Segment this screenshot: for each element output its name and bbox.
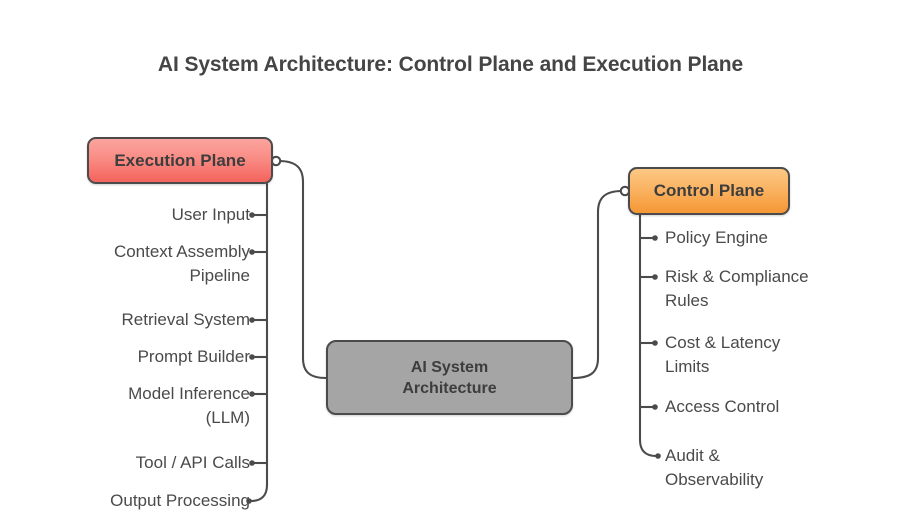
leaf-prompt-builder[interactable]: Prompt Builder [137,347,250,366]
tickdot-tool-api-calls [249,460,255,466]
port-execution-plane [270,155,282,167]
leaf-policy-engine[interactable]: Policy Engine [665,228,769,247]
leaf-risk-compliance-rules[interactable]: Risk & Compliance Rules [665,267,809,310]
tickdot-prompt-builder [249,354,255,360]
tickdot-retrieval-system [249,317,255,323]
tickdot-policy-engine [652,235,658,241]
leaf-output-processing[interactable]: Output Processing [110,491,250,510]
center-node-line2: Architecture [402,379,497,397]
node-execution-plane[interactable]: Execution Plane [87,137,273,184]
leaf-audit-observability[interactable]: Audit & Observability [665,446,764,489]
wire-execution-plane-to-center [277,159,328,380]
leaf-access-control[interactable]: Access Control [665,397,780,416]
tickdot-context-assembly-pipeline [249,249,255,255]
tickdot-cost-latency-limits [652,340,658,346]
tickdot-audit-observability [655,453,661,459]
leaf-tool-api-calls[interactable]: Tool / API Calls [135,453,250,472]
leaf-retrieval-system[interactable]: Retrieval System [121,310,250,329]
node-ai-system-architecture[interactable]: AI System Architecture [326,340,573,415]
tickdot-access-control [652,404,658,410]
wire-control-plane-to-center [571,189,624,380]
leaf-user-input[interactable]: User Input [171,205,250,224]
page-title: AI System Architecture: Control Plane an… [157,53,744,76]
tickdot-user-input [249,212,255,218]
tickdot-risk-compliance-rules [652,274,658,280]
node-control-plane[interactable]: Control Plane [628,167,790,215]
center-node-line1: AI System [410,358,489,376]
leaf-context-assembly-pipeline[interactable]: Context Assembly Pipeline [113,242,250,285]
spine-control-plane [638,213,658,458]
leaf-model-inference-llm[interactable]: Model Inference (LLM) [128,384,250,427]
tickdot-model-inference [249,391,255,397]
leaf-cost-latency-limits[interactable]: Cost & Latency Limits [665,333,781,376]
spine-execution-plane [249,182,269,503]
